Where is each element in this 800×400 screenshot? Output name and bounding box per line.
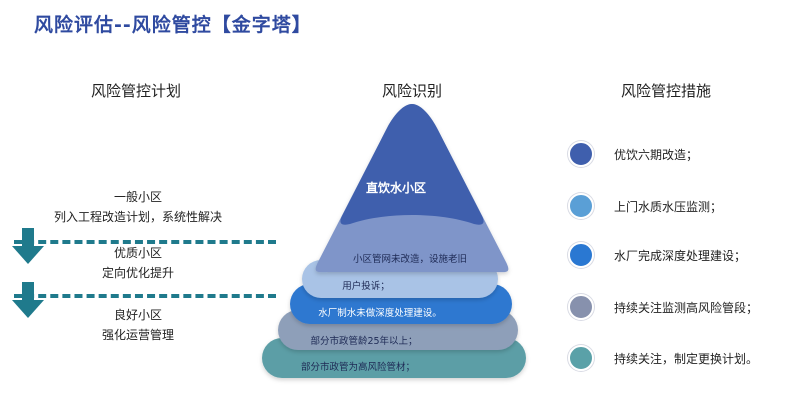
measure-item-5: 持续关注，制定更换计划。 [568,345,758,371]
measure-dot [568,242,594,268]
measure-item-1: 优饮六期改造； [568,141,698,167]
measure-text: 持续关注，制定更换计划。 [614,351,759,366]
pyramid-layer-2-text: 水厂制水未做深度处理建设。 [318,307,442,319]
measure-item-4: 持续关注监测高风险管段； [568,294,758,320]
plan-good-detail: 强化运营管理 [101,328,175,342]
pyramid-layer-4-text: 部分市政管为高风险管材； [301,361,415,373]
measure-text: 上门水质水压监测； [614,199,723,214]
pyramid-top [340,104,484,225]
column-header-identify: 风险识别 [381,82,443,100]
measure-dot [568,294,594,320]
divider-dashed-2 [14,294,276,298]
divider-dashed-1 [14,240,276,244]
column-header-plan: 风险管控计划 [90,82,182,100]
measure-item-3: 水厂完成深度处理建设； [568,242,746,268]
measure-dot [568,345,594,371]
plan-general-name: 一般小区 [113,190,163,204]
measure-text: 水厂完成深度处理建设； [614,248,747,263]
pyramid-top-label: 直饮水小区 [366,180,426,195]
page-title: 风险评估--风险管控【金字塔】 [34,14,312,36]
plan-quality-name: 优质小区 [113,246,163,260]
pyramid-layer-3-text: 部分市政管龄25年以上； [310,335,417,347]
down-arrow-icon [12,228,44,264]
plan-good-name: 良好小区 [113,308,163,322]
measure-text: 优饮六期改造； [614,147,699,162]
plan-quality-detail: 定向优化提升 [101,266,175,280]
pyramid-layer-1-text: 用户投诉； [342,280,390,292]
measure-dot [568,193,594,219]
down-arrow-icon [12,282,44,318]
measure-dot [568,141,594,167]
pyramid-layer-0-text: 小区管网未改造，设施老旧 [353,253,467,265]
measure-item-2: 上门水质水压监测； [568,193,722,219]
measure-text: 持续关注监测高风险管段； [614,300,759,315]
column-header-measures: 风险管控措施 [620,82,712,100]
plan-general-detail: 列入工程改造计划，系统性解决 [53,210,223,224]
